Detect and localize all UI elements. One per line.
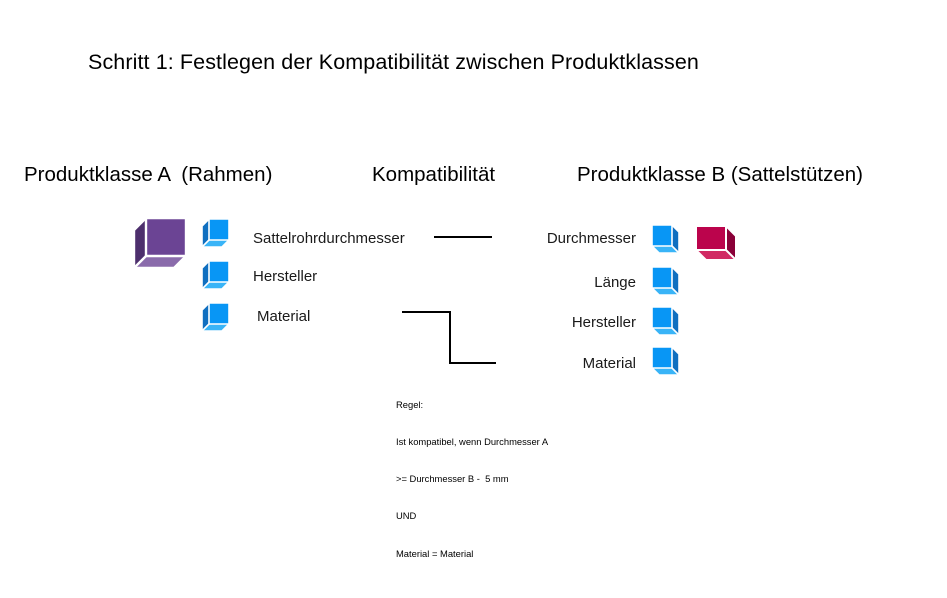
rule-line-2: >= Durchmesser B - 5 mm [396,473,509,485]
attribute-label-a-2: Material [257,308,311,325]
cube-icon-blue-attr-a-1 [201,260,230,290]
cube-icon-blue-attr-b-2 [651,306,680,336]
attribute-label-b-3: Material [582,355,636,372]
cube-icon-blue-attr-a-2 [201,302,230,332]
cube-icon-blue-attr-b-0 [651,224,680,254]
rule-line-4: Material = Material [396,547,474,559]
rule-line-3: UND [396,510,417,522]
attribute-label-a-1: Hersteller [253,268,318,285]
attribute-label-b-2: Hersteller [571,314,636,331]
cube-icon-red [695,225,737,261]
attribute-label-b-0: Durchmesser [546,230,636,247]
cube-icon-purple [132,216,188,270]
rule-text-block: Regel: Ist kompatibel, wenn Durchmesser … [396,374,548,585]
column-header-compatibility: Kompatibilität [372,163,496,186]
attribute-label-a-0: Sattelrohrdurchmesser [253,230,405,247]
column-header-class-b: Produktklasse B (Sattelstützen) [577,163,863,186]
rule-line-1: Ist kompatibel, wenn Durchmesser A [396,436,549,448]
cube-icon-blue-attr-a-0 [201,218,230,248]
cube-icon-blue-attr-b-1 [651,266,680,296]
cube-icon-blue-attr-b-3 [651,346,680,376]
column-header-class-a: Produktklasse A (Rahmen) [24,163,273,186]
rule-heading: Regel: [396,398,424,410]
page-title: Schritt 1: Festlegen der Kompatibilität … [88,50,699,74]
attribute-label-b-1: Länge [594,274,636,291]
